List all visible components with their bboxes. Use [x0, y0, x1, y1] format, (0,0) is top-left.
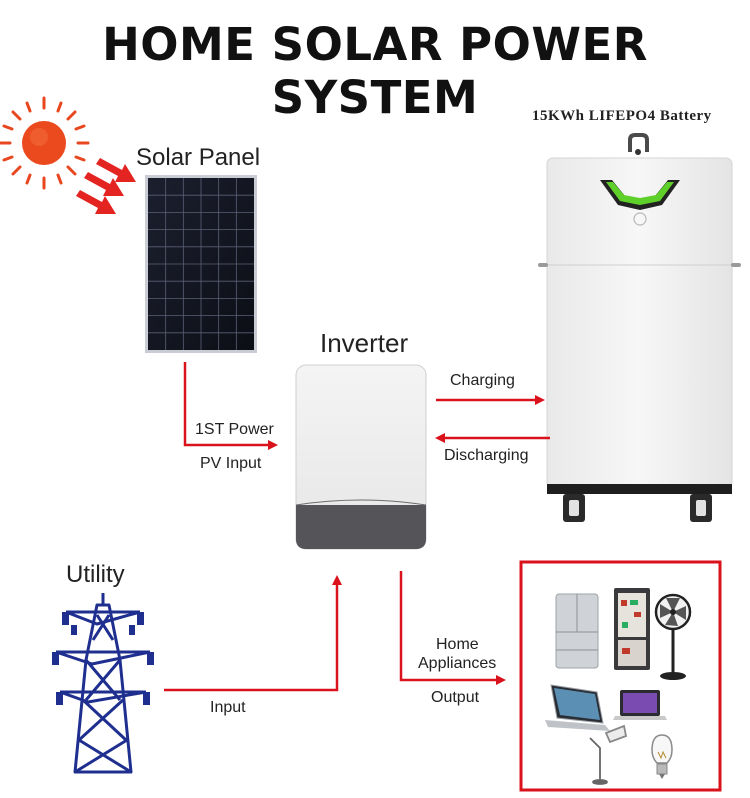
utility-tower-icon — [52, 593, 154, 774]
solar-panel-label: Solar Panel — [136, 144, 261, 171]
output-label: Output — [431, 689, 480, 706]
sun-icon — [0, 96, 90, 190]
charging-label: Charging — [450, 372, 515, 389]
page-title: HOME SOLAR POWER SYSTEM — [102, 18, 648, 124]
battery-image — [538, 133, 741, 522]
utility-input-arrow — [164, 575, 342, 692]
light-bulb-icon — [651, 734, 673, 779]
floor-lamp-icon — [589, 724, 628, 785]
flow-arrows — [164, 362, 550, 692]
fan-icon — [654, 593, 692, 680]
utility-label: Utility — [66, 561, 125, 588]
battery-label: 15KWh LIFEPO4 Battery — [532, 108, 712, 124]
refrigerator-icon — [555, 593, 599, 669]
laptop-2-icon — [613, 690, 667, 720]
home-label-line1: Home — [436, 636, 479, 653]
home-label-line2: Appliances — [418, 655, 497, 672]
laptop-icon — [545, 684, 610, 731]
pv-label-line1: 1ST Power — [195, 421, 274, 438]
sunlight-arrows-icon — [76, 158, 136, 214]
appliances-box — [519, 560, 722, 792]
input-label: Input — [210, 699, 246, 716]
discharging-label: Discharging — [444, 447, 529, 464]
pv-label-line2: PV Input — [200, 455, 262, 472]
solar-panel-image — [145, 175, 257, 353]
inverter-image — [295, 364, 427, 550]
open-fridge-icon — [614, 588, 650, 670]
output-arrow — [399, 571, 506, 685]
pv-input-arrow — [183, 362, 278, 450]
inverter-label: Inverter — [320, 328, 409, 358]
